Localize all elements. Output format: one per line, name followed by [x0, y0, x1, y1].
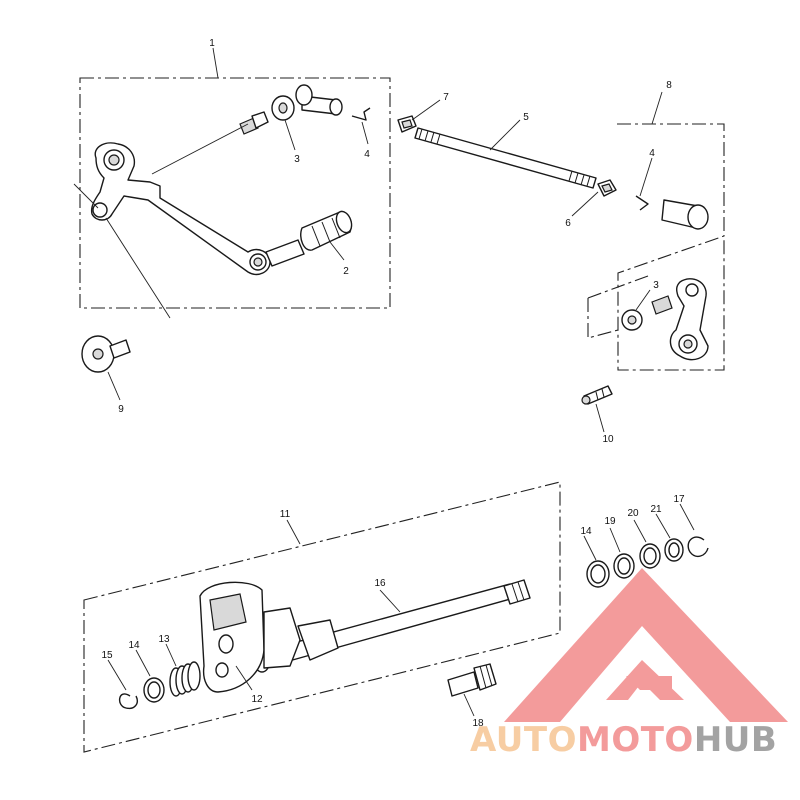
callout-10: 10	[602, 434, 614, 445]
callout-16: 16	[374, 578, 386, 589]
washer-14-right	[586, 560, 610, 588]
watermark-logo: AUTOMOTOHUB	[470, 568, 788, 760]
circlip-17	[687, 536, 709, 558]
rod-end-ball-joint	[295, 84, 343, 116]
gear-change-lever	[669, 278, 709, 361]
callout-17: 17	[673, 494, 685, 505]
callout-13: 13	[158, 634, 170, 645]
callout-6: 6	[565, 218, 571, 229]
callout-2: 2	[343, 266, 349, 277]
gear-lever-pedal	[90, 142, 305, 276]
selector-plate	[199, 581, 339, 693]
small-bolt	[239, 111, 269, 135]
callout-3-top: 3	[294, 154, 300, 165]
washer-3-right	[621, 309, 643, 331]
washer-21	[664, 538, 684, 562]
leader-lines	[73, 47, 695, 717]
lever-bolt	[651, 295, 673, 315]
callout-18: 18	[472, 718, 484, 729]
washer-20	[639, 543, 661, 569]
callout-14-left: 14	[128, 640, 140, 651]
assembly-box-8-inner	[587, 275, 649, 339]
watermark-text: AUTOMOTOHUB	[470, 720, 777, 760]
callout-11: 11	[280, 509, 291, 520]
assembly-box-1	[79, 77, 391, 309]
callout-20: 20	[627, 508, 639, 519]
watermark-moto: MOTO	[577, 720, 694, 760]
callout-8: 8	[666, 80, 672, 91]
callout-7: 7	[443, 92, 449, 103]
callout-labels: 1 2 3 3 4 4 5 6 7 8 9 10 11 12 13 14 14 …	[101, 38, 685, 729]
washer-3-top	[271, 95, 295, 121]
pivot-bolt-9	[81, 335, 131, 373]
washer-19	[613, 553, 635, 579]
callout-1: 1	[209, 38, 215, 49]
nut-6	[597, 179, 617, 197]
callout-14-right: 14	[580, 526, 592, 537]
clip-4-top	[351, 107, 371, 121]
callout-12: 12	[251, 694, 263, 705]
assembly-box-11	[83, 481, 561, 753]
pin-18	[447, 663, 497, 697]
assembly-box-8	[617, 123, 725, 371]
washer-14-left	[143, 677, 165, 703]
callout-4-right: 4	[649, 148, 655, 159]
callout-19: 19	[604, 516, 616, 527]
callout-21: 21	[650, 504, 662, 515]
gear-linkage-rod	[414, 127, 597, 189]
watermark-inner-mark	[606, 660, 684, 700]
callout-15: 15	[101, 650, 113, 661]
watermark-auto: AUTO	[470, 720, 577, 760]
rod-end-right	[661, 199, 709, 230]
watermark-triangle-icon	[504, 568, 788, 722]
watermark-hub: HUB	[694, 720, 777, 760]
clip-4-right	[635, 195, 649, 211]
nut-7	[397, 115, 417, 133]
callout-3-right: 3	[653, 280, 659, 291]
callout-9: 9	[118, 404, 124, 415]
footrest-rubber	[300, 210, 353, 251]
bolt-10	[581, 385, 613, 405]
return-spring	[169, 661, 201, 697]
callout-5: 5	[523, 112, 529, 123]
callout-4-top: 4	[364, 149, 370, 160]
circlip-15	[119, 693, 138, 710]
